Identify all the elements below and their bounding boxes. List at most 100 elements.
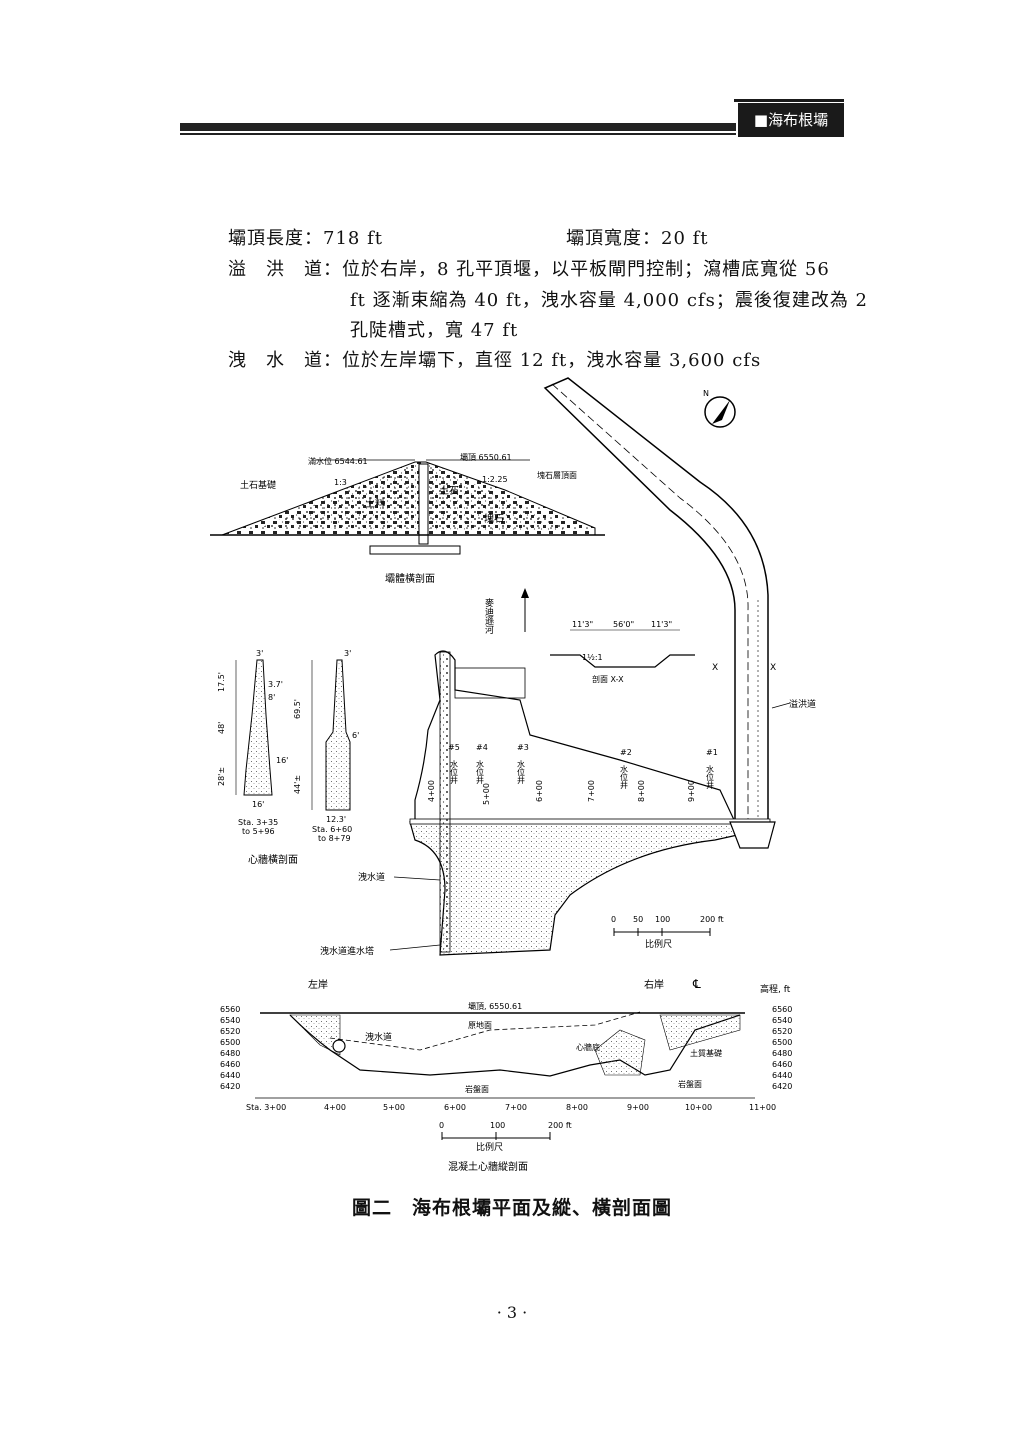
svg-text:7+00: 7+00 bbox=[505, 1103, 527, 1112]
intake-tower-label: 洩水道進水塔 bbox=[320, 945, 374, 957]
plan-view: #5 #4 #3 #2 #1 水位井 水位井 水位井 水位井 水位井 4+00 … bbox=[320, 650, 776, 957]
svg-text:#1: #1 bbox=[706, 748, 718, 757]
svg-text:9+00: 9+00 bbox=[687, 780, 696, 802]
longitudinal-scale-bar: 0 100 200 ft 比例尺 混凝土心牆縱剖面 bbox=[439, 1121, 572, 1173]
core-wall-section-2: 3' 69.5' 6' 44'± 12.3' Sta. 6+60 to 8+79… bbox=[248, 649, 359, 866]
svg-text:X: X bbox=[712, 663, 718, 673]
svg-text:剖面 X-X: 剖面 X-X bbox=[592, 674, 624, 684]
svg-text:to 5+96: to 5+96 bbox=[242, 827, 275, 836]
svg-text:9+00: 9+00 bbox=[627, 1103, 649, 1112]
dam-drawing: N 滿水位 6544.61 壩頂 6550.61 塊石層頂面 土石基礎 土石 土… bbox=[210, 377, 816, 1173]
header-rule-thin bbox=[180, 133, 736, 135]
svg-text:3': 3' bbox=[344, 649, 351, 658]
svg-text:Sta. 6+60: Sta. 6+60 bbox=[312, 825, 352, 834]
svg-text:麥迪遜河: 麥迪遜河 bbox=[483, 597, 494, 634]
svg-text:4+00: 4+00 bbox=[324, 1103, 346, 1112]
crest-width-value: 20 ft bbox=[661, 228, 709, 249]
outlet-label: 洩 水 道： bbox=[228, 350, 342, 371]
svg-text:6560: 6560 bbox=[220, 1005, 240, 1014]
svg-text:16': 16' bbox=[252, 800, 264, 809]
longitudinal-title: 混凝土心牆縱剖面 bbox=[448, 1160, 528, 1173]
svg-text:6460: 6460 bbox=[220, 1060, 240, 1069]
svg-text:3.7': 3.7' bbox=[268, 680, 283, 689]
riprap-top-label: 塊石層頂面 bbox=[537, 470, 577, 480]
core-wall-section-1: 3' 3.7' 8' 16' 17.5' 48' 28'± 16' Sta. 3… bbox=[217, 649, 288, 836]
crest-width-label: 壩頂寬度： bbox=[566, 228, 661, 249]
dam-figure: N 滿水位 6544.61 壩頂 6550.61 塊石層頂面 土石基礎 土石 土… bbox=[200, 370, 840, 1180]
svg-text:6440: 6440 bbox=[220, 1071, 240, 1080]
svg-text:6': 6' bbox=[352, 731, 359, 740]
spec-width-row: 壩頂寬度：20 ft bbox=[566, 224, 709, 250]
core-section-title: 心牆橫剖面 bbox=[248, 853, 298, 866]
svg-text:8+00: 8+00 bbox=[637, 780, 646, 802]
svg-text:X: X bbox=[770, 663, 776, 673]
spec-outlet-row: 洩 水 道：位於左岸壩下，直徑 12 ft，洩水容量 3,600 cfs bbox=[228, 346, 761, 372]
spec-crest-row: 壩頂長度：718 ft bbox=[228, 224, 383, 250]
svg-text:8+00: 8+00 bbox=[566, 1103, 588, 1112]
svg-text:16': 16' bbox=[276, 756, 288, 765]
svg-text:土質基礎: 土質基礎 bbox=[690, 1048, 722, 1058]
page-number: · 3 · bbox=[496, 1303, 528, 1322]
spillway-label: 溢 洪 道： bbox=[228, 259, 342, 280]
svg-text:0: 0 bbox=[439, 1121, 444, 1130]
svg-text:左岸: 左岸 bbox=[308, 978, 328, 991]
svg-text:200 ft: 200 ft bbox=[548, 1121, 572, 1130]
svg-text:6460: 6460 bbox=[772, 1060, 792, 1069]
spillway-label: 溢洪道 bbox=[789, 698, 816, 710]
svg-text:6540: 6540 bbox=[220, 1016, 240, 1025]
svg-text:N: N bbox=[703, 389, 709, 398]
figure-caption: 圖二 海布根壩平面及縱、橫剖面圖 bbox=[351, 1197, 672, 1219]
svg-text:4+00: 4+00 bbox=[427, 780, 436, 802]
svg-text:50: 50 bbox=[633, 915, 643, 924]
elevation-axis-left: 6560 6540 6520 6500 6480 6460 6440 6420 bbox=[220, 1005, 240, 1091]
longitudinal-section: 左岸 右岸 ℄ 高程, ft 壩頂, 6550.61 原地面 洩水道 心牆底 土… bbox=[220, 977, 792, 1112]
svg-text:洩水道: 洩水道 bbox=[365, 1031, 392, 1043]
svg-text:12.3': 12.3' bbox=[326, 815, 346, 824]
svg-text:#2: #2 bbox=[620, 748, 632, 757]
header-tab: ■海布根壩 bbox=[734, 99, 844, 137]
svg-text:28'±: 28'± bbox=[217, 767, 226, 786]
svg-text:to 8+79: to 8+79 bbox=[318, 834, 351, 843]
cross-section-title: 壩體橫剖面 bbox=[385, 572, 435, 585]
svg-text:6420: 6420 bbox=[220, 1082, 240, 1091]
crest-length-label: 壩頂長度： bbox=[228, 228, 323, 249]
svg-text:200 ft: 200 ft bbox=[700, 915, 724, 924]
svg-text:壩頂, 6550.61: 壩頂, 6550.61 bbox=[468, 1001, 522, 1011]
svg-text:10+00: 10+00 bbox=[685, 1103, 712, 1112]
svg-text:Sta. 3+00: Sta. 3+00 bbox=[246, 1103, 286, 1112]
svg-text:比例尺: 比例尺 bbox=[645, 938, 672, 950]
svg-text:#5: #5 bbox=[448, 743, 460, 752]
svg-text:11+00: 11+00 bbox=[749, 1103, 776, 1112]
svg-text:6520: 6520 bbox=[220, 1027, 240, 1036]
svg-text:1½:1: 1½:1 bbox=[582, 653, 603, 662]
svg-text:7+00: 7+00 bbox=[587, 780, 596, 802]
elevation-axis-right: 6560 6540 6520 6500 6480 6460 6440 6420 bbox=[772, 1005, 792, 1091]
svg-text:岩盤面: 岩盤面 bbox=[678, 1079, 702, 1089]
svg-text:6+00: 6+00 bbox=[444, 1103, 466, 1112]
svg-text:6500: 6500 bbox=[772, 1038, 792, 1047]
svg-text:6480: 6480 bbox=[772, 1049, 792, 1058]
svg-text:0: 0 bbox=[611, 915, 616, 924]
header-rule bbox=[180, 123, 736, 131]
svg-text:5+00: 5+00 bbox=[482, 783, 491, 805]
svg-text:6520: 6520 bbox=[772, 1027, 792, 1036]
slope-right-label: 1:2.25 bbox=[482, 475, 508, 484]
riprap-label: 塊石 bbox=[484, 512, 504, 525]
slope-left-label: 1:3 bbox=[334, 478, 347, 487]
svg-text:44'±: 44'± bbox=[293, 775, 302, 794]
svg-text:6560: 6560 bbox=[772, 1005, 792, 1014]
svg-text:水位井: 水位井 bbox=[620, 764, 629, 790]
svg-text:#3: #3 bbox=[517, 743, 529, 752]
svg-text:69.5': 69.5' bbox=[293, 699, 302, 719]
svg-text:Sta. 3+35: Sta. 3+35 bbox=[238, 818, 278, 827]
earth-foundation-label: 土石基礎 bbox=[240, 479, 276, 491]
dam-cross-section: 滿水位 6544.61 壩頂 6550.61 塊石層頂面 土石基礎 土石 土料 … bbox=[210, 452, 605, 585]
river-label: 麥迪遜河 bbox=[483, 588, 529, 634]
outlet-value: 位於左岸壩下，直徑 12 ft，洩水容量 3,600 cfs bbox=[342, 350, 762, 371]
svg-text:℄: ℄ bbox=[692, 977, 701, 991]
svg-text:3': 3' bbox=[256, 649, 263, 658]
spillway-line2: ft 逐漸束縮為 40 ft，洩水容量 4,000 cfs；震後復建改為 2 bbox=[350, 290, 868, 311]
svg-text:6+00: 6+00 bbox=[535, 780, 544, 802]
svg-text:水位井: 水位井 bbox=[706, 764, 715, 790]
svg-text:11'3": 11'3" bbox=[572, 620, 593, 629]
